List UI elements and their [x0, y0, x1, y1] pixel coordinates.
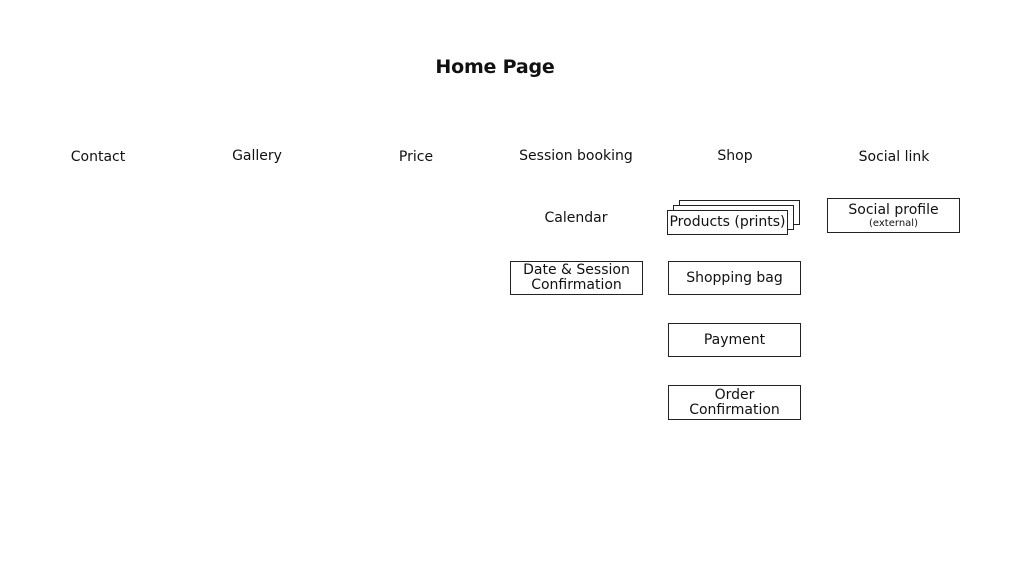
- contact-label[interactable]: Contact: [70, 149, 126, 165]
- social-profile-note: (external): [869, 217, 918, 229]
- session-booking-label[interactable]: Session booking: [519, 148, 633, 164]
- price-label[interactable]: Price: [398, 149, 434, 165]
- products-prints-box[interactable]: Products (prints): [667, 210, 788, 235]
- date-session-line1: Date & Session: [523, 262, 630, 278]
- calendar-label[interactable]: Calendar: [544, 210, 608, 226]
- page-title: Home Page: [435, 56, 555, 78]
- order-confirmation-box[interactable]: Order Confirmation: [668, 385, 801, 420]
- payment-label: Payment: [703, 331, 766, 348]
- products-label: Products (prints): [669, 214, 786, 230]
- date-session-line2: Confirmation: [531, 277, 622, 293]
- social-link-label[interactable]: Social link: [858, 149, 930, 165]
- shop-label[interactable]: Shop: [717, 148, 753, 164]
- shopping-bag-box[interactable]: Shopping bag: [668, 261, 801, 295]
- date-session-confirmation-box[interactable]: Date & Session Confirmation: [510, 261, 643, 295]
- payment-box[interactable]: Payment: [668, 323, 801, 357]
- shopping-bag-label: Shopping bag: [686, 269, 783, 286]
- order-confirmation-label: Order Confirmation: [689, 386, 780, 418]
- social-profile-box[interactable]: Social profile (external): [827, 198, 960, 233]
- social-profile-label: Social profile: [848, 201, 939, 218]
- gallery-label[interactable]: Gallery: [232, 148, 282, 164]
